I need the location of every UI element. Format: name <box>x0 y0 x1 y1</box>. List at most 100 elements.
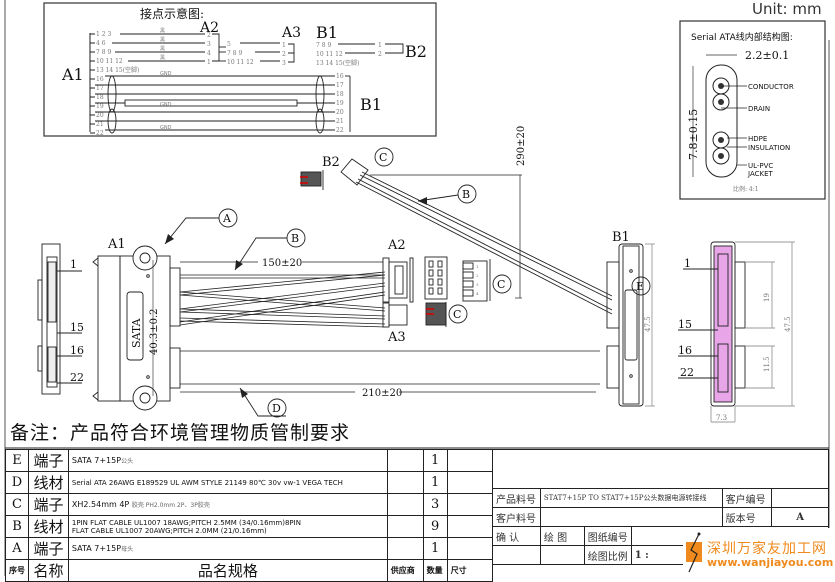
unit-label: Unit: mm <box>752 0 822 18</box>
a1-pin-label: 21 <box>96 121 104 128</box>
header-qty: 数量 <box>422 559 448 582</box>
header-supplier: 供应商 <box>386 559 424 582</box>
bom-table: E 端子 SATA 7+15P公头 1 D 线材 Serial ATA 26AW… <box>5 449 494 582</box>
callout-e: E <box>636 280 644 293</box>
pinout-a3-label: A3 <box>281 25 301 41</box>
bom-supplier <box>386 449 424 472</box>
b1-pin-ref-22: 22 <box>680 366 694 379</box>
callout-c3-circle <box>448 304 468 324</box>
a2-pin-number: 4 <box>476 291 479 296</box>
bom-size <box>446 515 494 538</box>
a1-pin-label: 7 8 9 <box>96 49 111 56</box>
bom-supplier <box>386 493 424 516</box>
b1-label: B1 <box>612 230 630 245</box>
callout-e-circle <box>631 276 651 296</box>
customer-part-label: 客户料号 <box>492 507 541 527</box>
bom-row: A 端子 SATA 7+15P母头 1 <box>5 537 494 560</box>
callout-c-1: C <box>379 151 387 164</box>
a2-pin-label: 2 <box>207 32 211 39</box>
gnd-label-1: GND <box>160 71 172 77</box>
callout-d-leader <box>239 387 286 417</box>
bom-name: 线材 <box>28 515 69 538</box>
bom-supplier <box>386 537 424 560</box>
length-dimension-b: 290±20 <box>516 126 527 166</box>
confirm-value <box>492 545 541 565</box>
header-size: 尺寸 <box>446 559 494 582</box>
bom-supplier <box>386 471 424 494</box>
product-no: STAT7+15P TO STAT7+15P公头数据电源转接线 <box>539 488 723 508</box>
bom-name: 端子 <box>28 537 69 560</box>
bom-spec: Serial ATA 26AWG E189529 UL AWM STYLE 21… <box>67 471 388 494</box>
title-block-blank <box>492 449 829 489</box>
header-name: 名称 <box>28 559 69 582</box>
b1-top-pin-label: 10 11 12 <box>316 51 343 58</box>
bom-row: B 线材 1PIN FLAT CABLE UL1007 18AWG;PITCH … <box>5 515 494 538</box>
a2-pin-label: 1 <box>207 59 211 66</box>
pin-ref-16: 16 <box>70 344 84 357</box>
a1-pin-label: 17 <box>96 85 104 92</box>
wire-color-label: 黑 <box>160 46 165 52</box>
bom-id: C <box>5 493 29 516</box>
pinout-b2-label: B2 <box>405 42 427 61</box>
callout-b-2: B <box>462 188 470 201</box>
version-label: 版本号 <box>721 507 773 527</box>
length-dimension-d: 210±20 <box>362 388 402 399</box>
draw-label: 绘 图 <box>539 526 585 546</box>
c-housing-4p <box>424 256 491 302</box>
bom-spec-line-1: 1PIN FLAT CABLE UL1007 18AWG;PITCH 2.5MM… <box>71 518 301 527</box>
a3-pin-label: 3 <box>282 60 286 67</box>
wire-color-label: 黑 <box>160 37 165 43</box>
a2-connector <box>382 257 414 303</box>
a1-label: A1 <box>107 237 126 252</box>
b1-connector <box>606 243 655 407</box>
bom-size <box>446 449 494 472</box>
b1-bottom-pin-label: 22 <box>336 127 344 134</box>
title-block: 产品料号 STAT7+15P TO STAT7+15P公头数据电源转接线 客户编… <box>492 449 830 565</box>
pin-ref-15: 15 <box>70 321 84 334</box>
callout-b-1: B <box>291 232 299 245</box>
confirm-label: 确 认 <box>492 526 541 546</box>
header-id: 序号 <box>5 559 29 582</box>
a1-pin-label: 20 <box>96 112 104 119</box>
a1-pin-label: 19 <box>96 103 104 110</box>
a1-body-text: SATA <box>130 317 143 348</box>
bom-qty: 3 <box>422 493 448 516</box>
bom-spec-text: XH2.54mm 4P <box>71 500 130 509</box>
bom-size <box>446 493 494 516</box>
a1-pin-label: 4 6 <box>96 40 106 47</box>
b2-pin-label: 1 <box>378 42 382 49</box>
wanjiayou-logo-icon <box>686 532 702 573</box>
bom-spec: 1PIN FLAT CABLE UL1007 18AWG;PITCH 2.5MM… <box>67 515 388 538</box>
bom-qty: 1 <box>422 537 448 560</box>
a2-pin-label: 3 <box>207 41 211 48</box>
a1-pin-label: 1 2 3 <box>96 31 111 38</box>
callout-d-circle <box>267 398 287 418</box>
b1-pin-ref-16: 16 <box>678 344 692 357</box>
bom-spec-text: SATA 7+15P <box>71 544 122 553</box>
a1-pin-label: 18 <box>96 94 104 101</box>
callout-b1-leader <box>234 237 287 271</box>
watermark-logo: 深圳万家友加工网 www.wanjiayou.com <box>683 528 835 576</box>
a3-pin-label: 1 <box>282 42 286 49</box>
callout-a: A <box>222 212 232 225</box>
b1-bottom-pin-label: 21 <box>336 118 344 125</box>
a3-pin-label: 2 <box>282 51 286 58</box>
bom-qty: 1 <box>422 471 448 494</box>
watermark-url: www.wanjiayou.com <box>707 556 834 569</box>
bom-header-row: 序号 名称 品名规格 供应商 数量 尺寸 <box>5 559 494 582</box>
a2-label: A2 <box>387 238 406 253</box>
draw-value <box>539 545 585 565</box>
bom-id: B <box>5 515 29 538</box>
a1-height-dimension: 40.3±0.2 <box>149 308 160 355</box>
header-spec: 品名规格 <box>67 559 388 582</box>
a1-pin-label: 13 14 15(空脚) <box>96 66 139 74</box>
bom-id: E <box>5 449 29 472</box>
customer-part <box>539 507 723 527</box>
a1-pin-label: 16 <box>96 76 104 83</box>
bom-qty: 9 <box>422 515 448 538</box>
version: A <box>771 507 829 527</box>
bom-spec-note: 母头 <box>121 546 134 553</box>
label-insulation: INSULATION <box>748 144 790 152</box>
pinout-a2-label: A2 <box>199 20 219 36</box>
